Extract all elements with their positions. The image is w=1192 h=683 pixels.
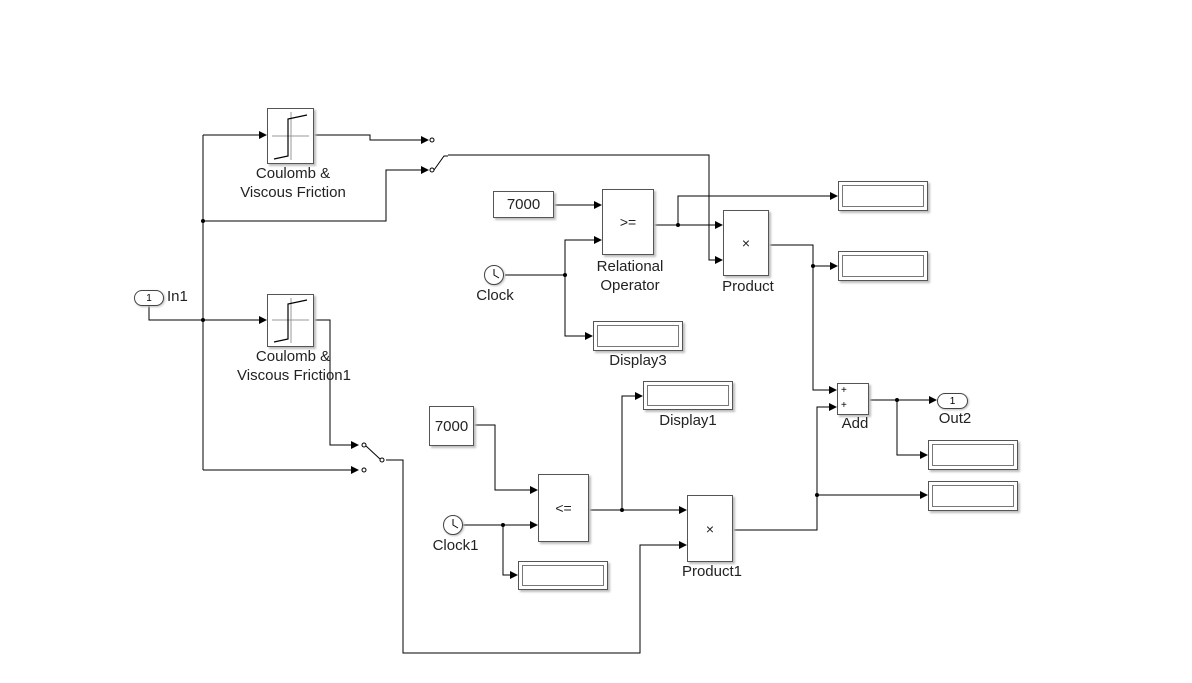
- add-label: Add: [841, 415, 869, 432]
- junction-dot: [895, 398, 899, 402]
- wire-switch-top-out: [448, 154, 723, 264]
- wire-clock-top: [505, 236, 602, 276]
- wire-add-display: [896, 400, 928, 459]
- display-rel-output[interactable]: [838, 181, 928, 211]
- relational-operator1-symbol: <=: [555, 500, 572, 516]
- clock1-label: Clock1: [432, 537, 479, 554]
- junction-dot: [815, 493, 819, 497]
- friction-bottom-label-1: Coulomb &: [255, 348, 331, 365]
- wire-clock-bottom-display: [502, 525, 518, 579]
- constant-top-value: 7000: [506, 196, 541, 213]
- friction-curve-icon: [272, 112, 309, 160]
- product1-symbol: ×: [705, 520, 715, 537]
- clock1-icon[interactable]: [443, 515, 463, 535]
- display-clock1-output[interactable]: [518, 561, 608, 590]
- constant-bottom-value: 7000: [434, 417, 469, 435]
- display-product-output[interactable]: [838, 251, 928, 281]
- friction-top-label-1: Coulomb &: [255, 165, 331, 182]
- wire-in1: [148, 300, 203, 321]
- relational-operator1-block[interactable]: <=: [538, 474, 589, 542]
- display3-block[interactable]: [593, 321, 683, 351]
- wire-to-switch-top-lower: [203, 166, 429, 222]
- inport-number: 1: [146, 292, 152, 304]
- add-block[interactable]: + +: [837, 383, 869, 415]
- friction-bottom-label-2: Viscous Friction1: [237, 367, 351, 384]
- wire-friction-bottom-out: [313, 319, 359, 449]
- clock-icon[interactable]: [484, 265, 504, 285]
- wire-switch-bottom-out: [386, 459, 687, 654]
- junction-dot: [563, 273, 567, 277]
- display-product1-output[interactable]: [928, 481, 1018, 511]
- manual-switch-top: [429, 137, 448, 173]
- junction-dot: [501, 523, 505, 527]
- product1-label: Product1: [681, 563, 743, 580]
- product-label: Product: [722, 278, 774, 295]
- constant-bottom-block[interactable]: 7000: [429, 406, 474, 446]
- wire-clock-top-display: [564, 275, 593, 340]
- display1-block[interactable]: [643, 381, 733, 410]
- display3-label: Display3: [609, 352, 667, 369]
- relational-label-2: Operator: [600, 277, 660, 294]
- clock-label: Clock: [476, 287, 514, 304]
- relational-operator-symbol: >=: [619, 214, 637, 230]
- coulomb-friction1-block[interactable]: [267, 294, 314, 347]
- junction-dot: [620, 508, 624, 512]
- wire-rel-top-display: [677, 192, 838, 225]
- junction-dot: [201, 219, 205, 223]
- add-sign-2: +: [841, 400, 847, 411]
- relational-label-1: Relational: [596, 258, 664, 275]
- display1-label: Display1: [659, 412, 717, 429]
- outport-out2[interactable]: 1: [937, 393, 968, 409]
- junction-dot: [811, 264, 815, 268]
- manual-switch-bottom: [361, 442, 385, 473]
- outport-label: Out2: [938, 410, 972, 427]
- outport-number: 1: [949, 395, 956, 407]
- product1-block[interactable]: ×: [687, 495, 733, 562]
- wire-rel-bottom-display: [621, 392, 643, 510]
- constant-top-block[interactable]: 7000: [493, 191, 554, 218]
- wire-const-bottom: [472, 424, 538, 494]
- product-symbol: ×: [741, 235, 751, 251]
- add-sign-1: +: [841, 385, 847, 396]
- coulomb-friction-block[interactable]: [267, 108, 314, 164]
- friction-curve-icon: [272, 298, 309, 343]
- wire-product-bottom-out: [733, 403, 837, 531]
- inport-in1[interactable]: 1: [134, 290, 164, 306]
- relational-operator-block[interactable]: >=: [602, 189, 654, 255]
- junction-dot: [201, 318, 205, 322]
- wire-product-top-out: [768, 244, 837, 394]
- display-add-output[interactable]: [928, 440, 1018, 470]
- junction-dot: [676, 223, 680, 227]
- product-block[interactable]: ×: [723, 210, 769, 276]
- friction-top-label-2: Viscous Friction: [240, 184, 346, 201]
- inport-label: In1: [167, 288, 188, 305]
- wire-friction-top-out: [313, 134, 429, 144]
